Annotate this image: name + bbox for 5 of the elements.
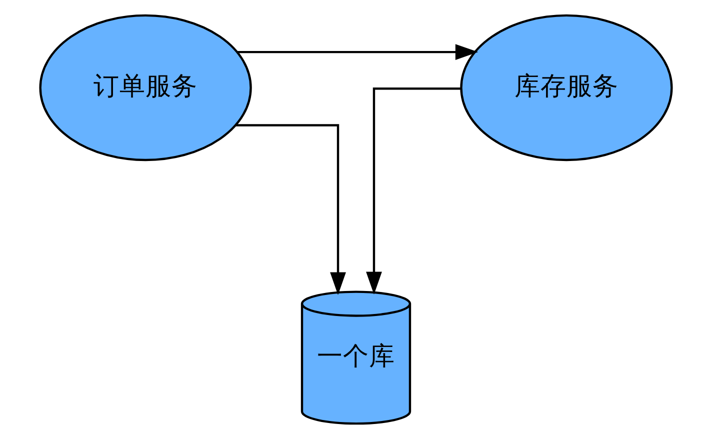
arrow xyxy=(236,44,478,60)
node-ellipse: 库存服务 xyxy=(460,14,672,162)
node-ellipse: 订单服务 xyxy=(38,14,252,162)
arrow xyxy=(235,124,346,296)
arrow xyxy=(366,88,461,294)
